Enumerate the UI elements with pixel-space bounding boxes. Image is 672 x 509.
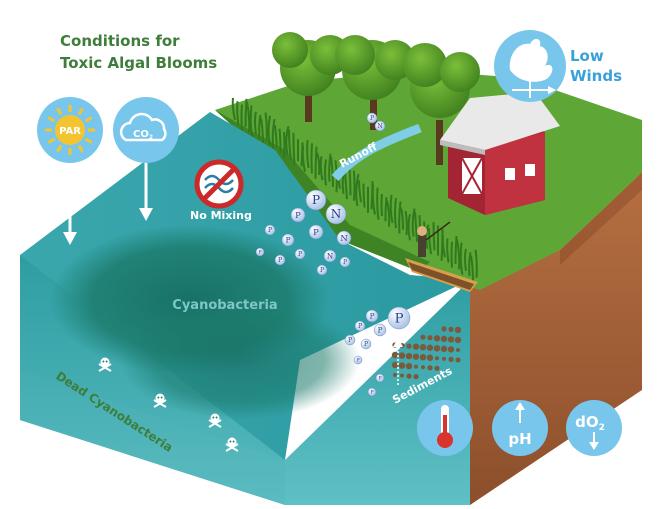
nutrient-sphere: N bbox=[323, 249, 337, 263]
skull-group bbox=[98, 357, 239, 452]
skull-crossbones-icon bbox=[225, 437, 239, 452]
nutrient-sphere: P bbox=[365, 309, 379, 323]
nutrient-letter: P bbox=[378, 325, 383, 334]
diagram-title: Conditions for Toxic Algal Blooms bbox=[60, 30, 260, 74]
nutrient-sphere: N bbox=[325, 203, 347, 225]
sun-icon: PAR bbox=[37, 97, 103, 163]
nutrient-letter: P bbox=[258, 250, 262, 256]
no-mixing-label: No Mixing bbox=[190, 209, 252, 222]
reeds bbox=[231, 97, 478, 282]
nutrient-sphere: N bbox=[374, 120, 386, 132]
nutrient-sphere: P bbox=[281, 233, 295, 247]
nutrient-letter: P bbox=[370, 115, 374, 122]
nutrient-letter: P bbox=[278, 257, 282, 264]
nutrient-sphere: P bbox=[274, 254, 286, 266]
nutrient-letter: P bbox=[348, 337, 352, 344]
nutrient-letter: N bbox=[377, 123, 382, 130]
nutrient-letter: P bbox=[268, 227, 272, 234]
nutrient-letter: P bbox=[295, 210, 301, 220]
nutrient-letter: P bbox=[286, 235, 291, 244]
nutrient-letter: P bbox=[313, 227, 319, 237]
low-winds-label: Low Winds bbox=[570, 47, 623, 85]
nutrient-sphere: P bbox=[344, 334, 356, 346]
nutrient-letter: N bbox=[340, 233, 347, 243]
nutrient-letter: P bbox=[298, 251, 302, 258]
nutrient-sphere: P bbox=[367, 387, 377, 397]
nutrient-sphere: P bbox=[316, 264, 328, 276]
nutrient-letter: P bbox=[370, 390, 374, 396]
do2-label: dO2 bbox=[575, 413, 605, 433]
skull-crossbones-icon bbox=[208, 413, 222, 428]
nutrient-sphere: P bbox=[353, 355, 363, 365]
nutrient-sphere: P bbox=[373, 323, 387, 337]
nutrient-letter: P bbox=[370, 311, 375, 320]
nutrient-letter: P bbox=[320, 267, 324, 274]
co2-label: CO2 bbox=[133, 129, 153, 141]
runoff-stream bbox=[331, 123, 422, 182]
boat-icon bbox=[405, 221, 478, 292]
sediments bbox=[391, 326, 462, 380]
nutrient-sphere: P bbox=[360, 338, 372, 350]
nutrient-letter: N bbox=[331, 207, 342, 221]
tree-icon bbox=[335, 35, 415, 130]
cyanobacteria-label: Cyanobacteria bbox=[172, 298, 277, 313]
nutrient-letter: P bbox=[395, 311, 404, 326]
nutrient-sphere: P bbox=[255, 247, 265, 257]
input-arrows bbox=[63, 163, 153, 245]
title-line-2: Toxic Algal Blooms bbox=[60, 54, 218, 72]
nutrient-sphere: P bbox=[308, 224, 324, 240]
dissolved-oxygen-icon: dO2 bbox=[566, 400, 622, 456]
nutrient-sphere: P bbox=[354, 320, 366, 332]
nutrient-sphere: P bbox=[366, 112, 378, 124]
no-mixing-icon bbox=[194, 159, 244, 209]
nutrient-sphere: N bbox=[336, 230, 352, 246]
nutrient-sphere: P bbox=[387, 306, 411, 330]
water-body bbox=[20, 112, 470, 505]
skull-crossbones-icon bbox=[153, 393, 167, 408]
ph-label: pH bbox=[508, 430, 531, 448]
barn-icon bbox=[440, 92, 560, 215]
nutrient-sphere: P bbox=[305, 189, 327, 211]
nutrient-sphere: P bbox=[339, 256, 351, 268]
nutrient-letter: N bbox=[327, 251, 333, 260]
nutrient-sphere: P bbox=[264, 224, 276, 236]
thermometer-icon bbox=[417, 400, 473, 456]
nutrient-release-arrow bbox=[393, 338, 403, 385]
nutrient-letter: P bbox=[343, 259, 347, 266]
nutrient-letter: P bbox=[312, 193, 320, 207]
nutrient-sphere: P bbox=[375, 373, 385, 383]
nutrient-letter: P bbox=[356, 358, 360, 364]
rooster-weathervane-icon bbox=[494, 30, 566, 102]
nutrient-letter: P bbox=[378, 376, 382, 382]
cloud-icon: CO2 bbox=[113, 97, 179, 163]
ph-icon: pH bbox=[492, 400, 548, 456]
title-line-1: Conditions for bbox=[60, 32, 180, 50]
par-label: PAR bbox=[59, 126, 81, 137]
skull-crossbones-icon bbox=[98, 357, 112, 372]
tree-icon bbox=[403, 43, 480, 165]
nutrient-sphere: P bbox=[294, 248, 306, 260]
nutrient-letter: P bbox=[364, 341, 368, 348]
nutrient-sphere: P bbox=[290, 207, 306, 223]
nutrient-letter: P bbox=[358, 323, 362, 330]
